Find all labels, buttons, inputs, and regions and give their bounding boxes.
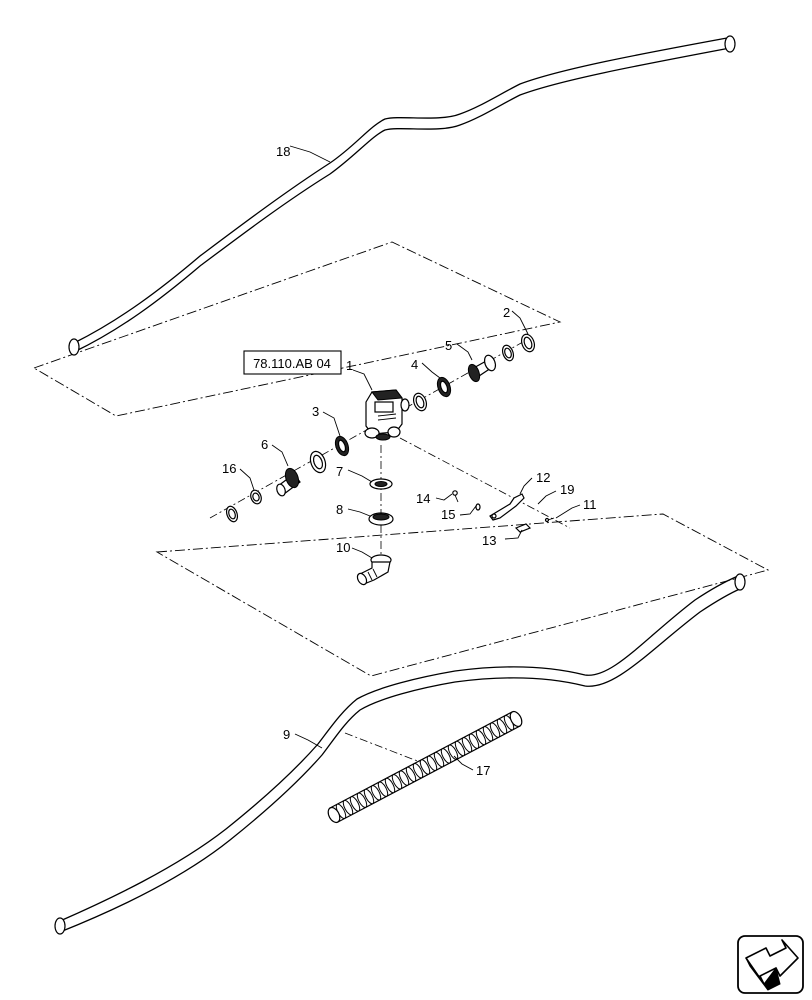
bracket-12 <box>489 493 525 521</box>
elbow-10 <box>356 554 392 586</box>
callout-12: 12 <box>536 470 550 485</box>
washer-15 <box>475 503 481 511</box>
sleeve-rib <box>489 722 501 738</box>
callout-5: 5 <box>445 338 452 353</box>
upper-phantom-frame <box>32 241 562 417</box>
sleeve-rib <box>426 755 438 772</box>
seal-left <box>309 450 327 474</box>
callout-8: 8 <box>336 502 343 517</box>
sleeve-rib <box>461 737 473 753</box>
clamp-8 <box>368 512 394 526</box>
sleeve-rib <box>384 777 396 794</box>
sleeve-rib <box>391 774 403 790</box>
callout-11: 11 <box>583 497 597 512</box>
sleeve-rib <box>482 726 494 742</box>
hose-9 <box>54 573 746 935</box>
callout-2: 2 <box>503 305 510 320</box>
seal-right <box>412 392 428 412</box>
clamp-left-end <box>225 505 239 523</box>
callout-10: 10 <box>336 540 350 555</box>
sleeve-rib <box>363 788 375 805</box>
callout-4: 4 <box>411 357 418 372</box>
screw-14 <box>452 490 459 503</box>
leaders <box>239 145 581 771</box>
axis-bracket <box>399 437 571 529</box>
sleeve-rib <box>440 748 452 764</box>
callout-6: 6 <box>261 437 268 452</box>
sleeve-rib <box>454 740 466 757</box>
sleeve-rib <box>377 781 389 797</box>
sleeve-rib <box>398 770 410 786</box>
axis-sleeve <box>344 732 421 763</box>
sleeve-rib <box>405 766 417 783</box>
next-page-arrow-icon[interactable] <box>737 935 804 994</box>
callout-18: 18 <box>276 144 290 159</box>
sleeve-rib <box>356 792 368 808</box>
sleeve-rib <box>349 796 361 812</box>
sleeve-rib <box>475 729 487 746</box>
callout-9: 9 <box>283 727 290 742</box>
ring-16 <box>250 489 262 505</box>
callout-19: 19 <box>560 482 574 497</box>
callout-1: 1 <box>346 358 353 373</box>
reference-box-label: 78.110.AB 04 <box>253 356 331 371</box>
clamp-4 <box>436 376 452 398</box>
callout-14: 14 <box>416 491 430 506</box>
fitting-5 <box>467 354 497 383</box>
reference-box[interactable]: 78.110.AB 04 <box>243 350 342 375</box>
sleeve-rib <box>370 785 382 801</box>
callout-13: 13 <box>482 533 496 548</box>
seal-7 <box>369 478 393 490</box>
sleeve-rib <box>468 733 480 749</box>
callout-7: 7 <box>336 464 343 479</box>
clip-13 <box>514 523 532 533</box>
clamp-3 <box>334 435 350 457</box>
sleeve-rib <box>419 759 431 775</box>
valve-body-1 <box>364 389 410 441</box>
hose-18 <box>68 35 736 356</box>
callout-16: 16 <box>222 461 236 476</box>
callout-17: 17 <box>476 763 490 778</box>
sleeve-rib <box>412 762 424 779</box>
sleeve-rib <box>342 799 354 816</box>
sleeve-rib <box>433 751 445 768</box>
sleeve-17 <box>327 710 523 824</box>
pin-11 <box>544 517 555 523</box>
fitting-6 <box>276 467 301 497</box>
sleeve-rib <box>496 718 508 735</box>
ring-right <box>501 344 515 362</box>
lower-phantom-frame <box>155 513 770 677</box>
clamp-2 <box>520 333 536 353</box>
callout-15: 15 <box>441 507 455 522</box>
callout-3: 3 <box>312 404 319 419</box>
